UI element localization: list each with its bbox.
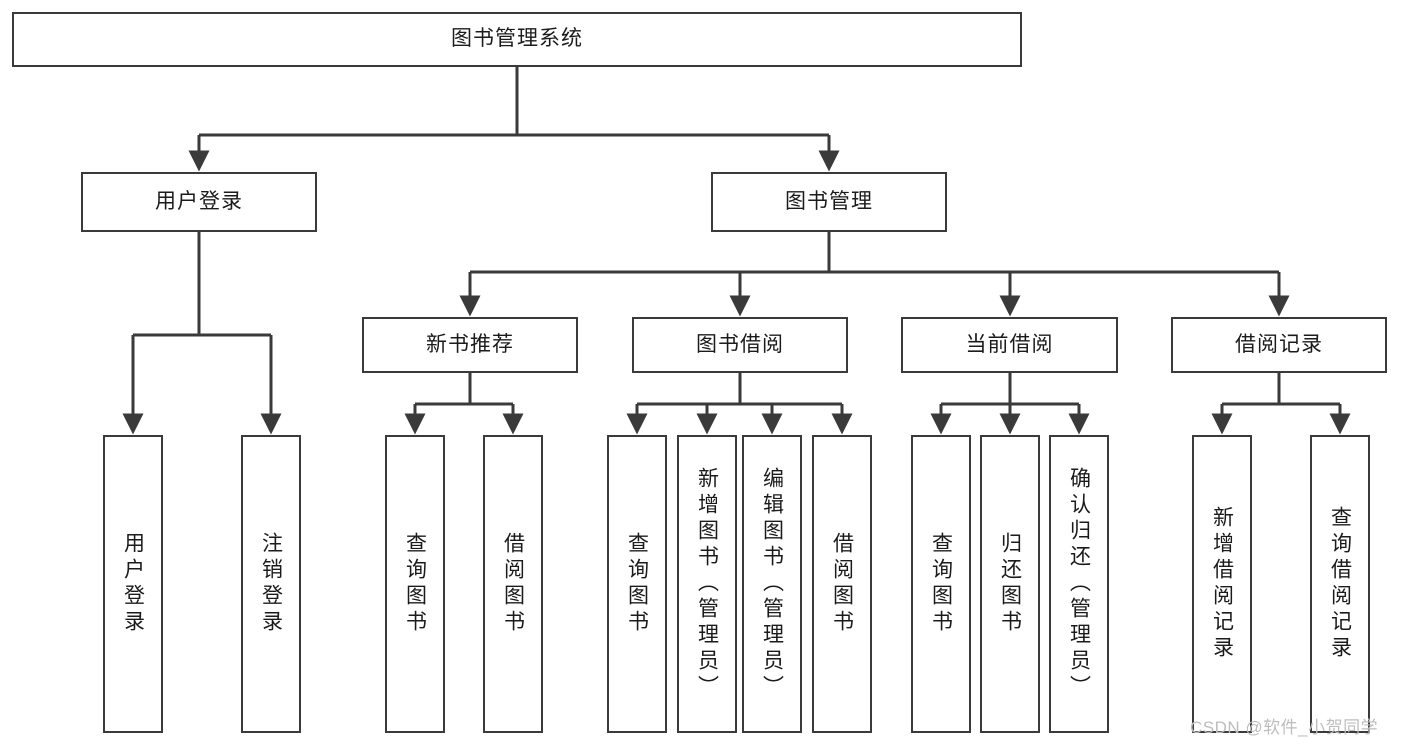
node-current-borrow[interactable]: 当前借阅 bbox=[901, 317, 1118, 373]
node-current-borrow-label: 当前借阅 bbox=[965, 332, 1054, 356]
leaf-label: 编辑图书（管理员） bbox=[760, 467, 784, 701]
leaf-label: 注销登录 bbox=[259, 532, 283, 636]
leaf-borrow-add-book[interactable]: 新增图书（管理员） bbox=[677, 435, 737, 733]
csdn-watermark: CSDN @软件_小贺同学 bbox=[1190, 718, 1379, 737]
node-borrow-record-label: 借阅记录 bbox=[1235, 332, 1323, 356]
node-book-management[interactable]: 图书管理 bbox=[711, 172, 947, 232]
leaf-label: 借阅图书 bbox=[830, 532, 854, 636]
node-book-borrow-label: 图书借阅 bbox=[696, 332, 784, 356]
leaf-record-add-record[interactable]: 新增借阅记录 bbox=[1192, 435, 1252, 733]
leaf-label: 新增借阅记录 bbox=[1210, 506, 1234, 662]
leaf-label: 确认归还（管理员） bbox=[1067, 467, 1091, 701]
leaf-newbook-borrow-book[interactable]: 借阅图书 bbox=[483, 435, 543, 733]
leaf-label: 新增图书（管理员） bbox=[695, 467, 719, 701]
node-user-login-label: 用户登录 bbox=[155, 189, 243, 213]
node-root-label: 图书管理系统 bbox=[451, 27, 583, 51]
leaf-newbook-query-book[interactable]: 查询图书 bbox=[385, 435, 445, 733]
leaf-user-login-logout[interactable]: 注销登录 bbox=[241, 435, 301, 733]
leaf-label: 借阅图书 bbox=[501, 532, 525, 636]
leaf-current-confirm-return[interactable]: 确认归还（管理员） bbox=[1049, 435, 1109, 733]
leaf-label: 查询借阅记录 bbox=[1328, 506, 1352, 662]
node-new-book-recommend[interactable]: 新书推荐 bbox=[362, 317, 578, 373]
leaf-current-return-book[interactable]: 归还图书 bbox=[980, 435, 1040, 733]
node-book-borrow[interactable]: 图书借阅 bbox=[632, 317, 848, 373]
leaf-label: 归还图书 bbox=[998, 532, 1022, 636]
leaf-label: 查询图书 bbox=[403, 532, 427, 636]
leaf-record-query-record[interactable]: 查询借阅记录 bbox=[1310, 435, 1370, 733]
node-new-book-recommend-label: 新书推荐 bbox=[426, 332, 514, 356]
leaf-borrow-edit-book[interactable]: 编辑图书（管理员） bbox=[742, 435, 802, 733]
node-user-login[interactable]: 用户登录 bbox=[81, 172, 317, 232]
leaf-user-login-login[interactable]: 用户登录 bbox=[103, 435, 163, 733]
leaf-label: 查询图书 bbox=[929, 532, 953, 636]
node-borrow-record[interactable]: 借阅记录 bbox=[1171, 317, 1387, 373]
leaf-borrow-borrow-book[interactable]: 借阅图书 bbox=[812, 435, 872, 733]
leaf-current-query-book[interactable]: 查询图书 bbox=[911, 435, 971, 733]
leaf-label: 查询图书 bbox=[625, 532, 649, 636]
leaf-borrow-query-book[interactable]: 查询图书 bbox=[607, 435, 667, 733]
node-book-management-label: 图书管理 bbox=[785, 189, 873, 213]
node-root[interactable]: 图书管理系统 bbox=[12, 12, 1022, 67]
leaf-label: 用户登录 bbox=[121, 532, 145, 636]
